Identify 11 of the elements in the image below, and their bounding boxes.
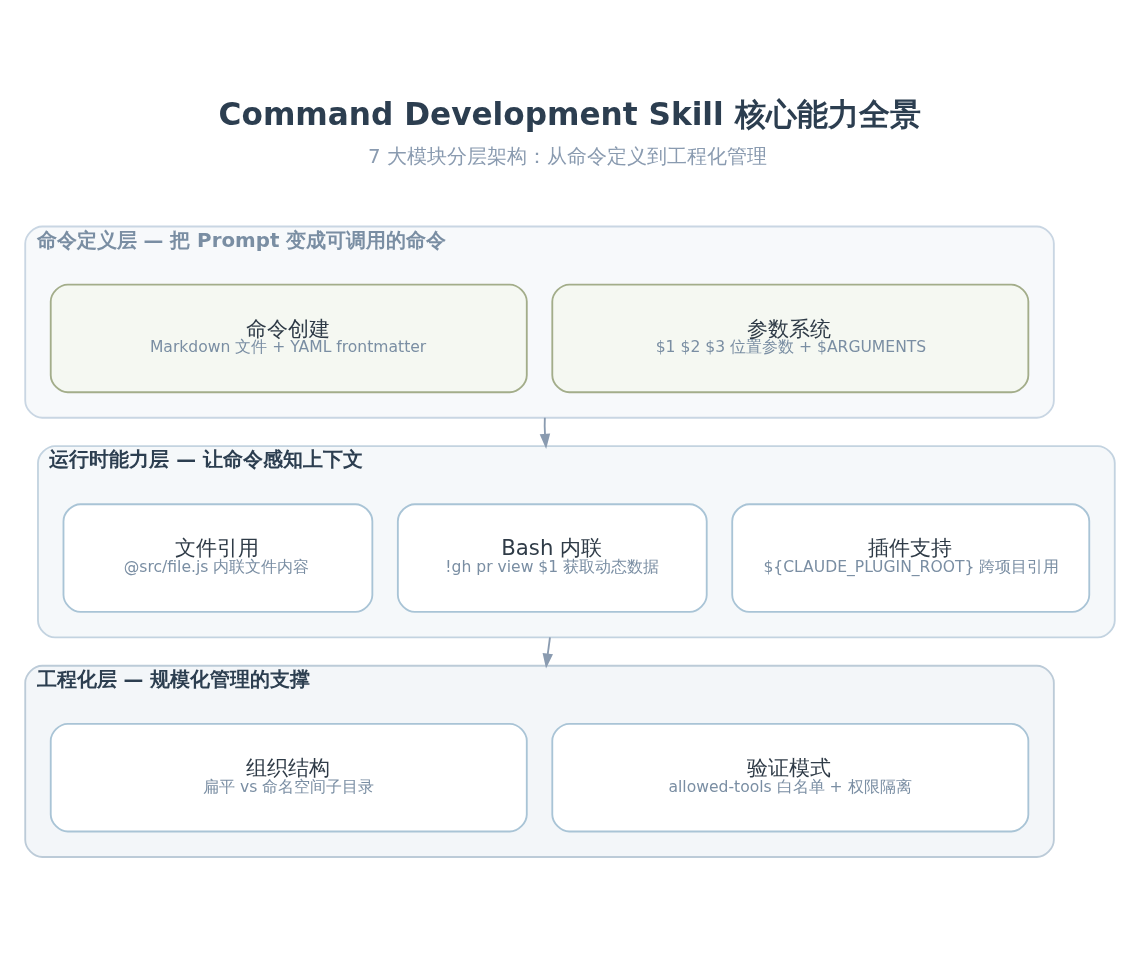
diagram-title: Command Development Skill 核心能力全景 [218,96,921,133]
node-box: 插件支持 ${CLAUDE_PLUGIN_ROOT} 跨项目引用 [731,503,1091,613]
node-box: Bash 内联 !gh pr view $1 获取动态数据 [396,503,708,613]
node-box: 验证模式 allowed-tools 白名单 + 权限隔离 [551,722,1030,833]
arrow [542,636,554,669]
arrow [539,416,551,449]
node-box: 文件引用 @src/file.js 内联文件内容 [62,503,374,613]
node-box: 命令创建 Markdown 文件 + YAML frontmatter [49,283,528,394]
node-box: 参数系统 $1 $2 $3 位置参数 + $ARGUMENTS [551,283,1030,394]
caption: 7 大模块分层架构：从命令定义到工程化管理 [368,145,768,169]
node-box: 组织结构 扁平 vs 命名空间子目录 [49,722,528,833]
